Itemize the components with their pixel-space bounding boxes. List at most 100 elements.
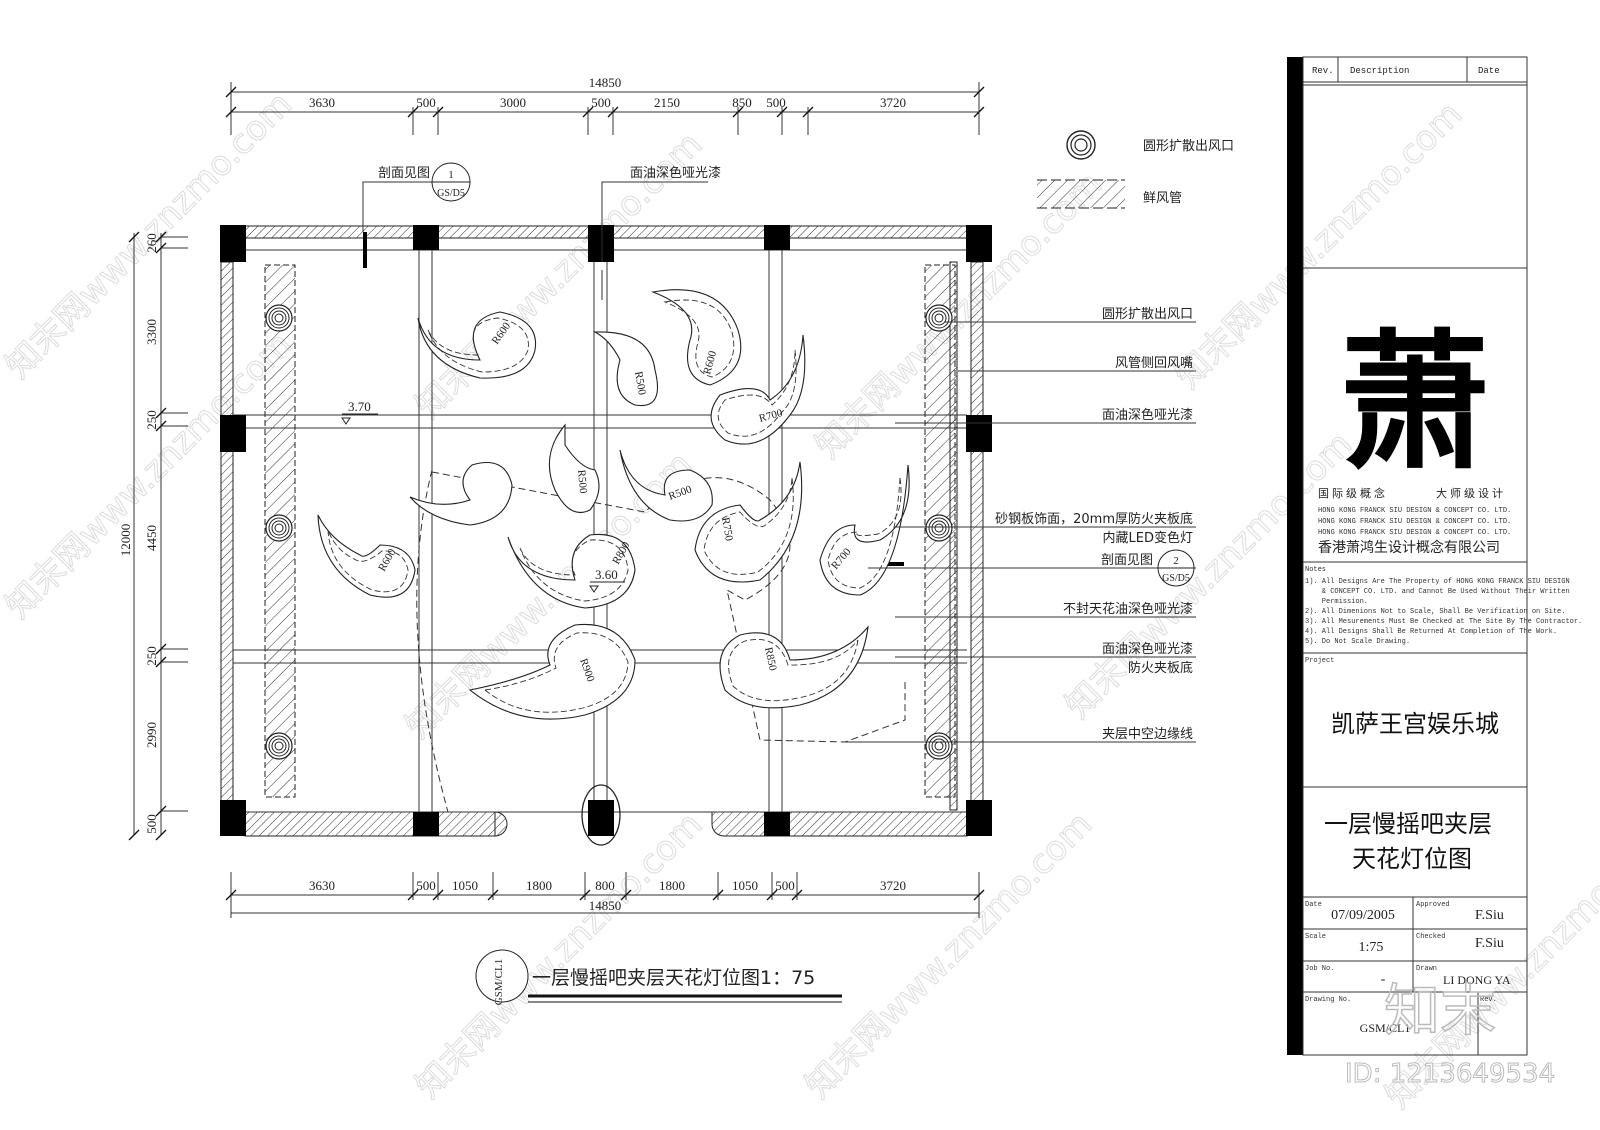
level-marker: 3.70 <box>341 399 378 425</box>
dim-segment: 3720 <box>880 95 906 110</box>
watermark-text: 知末网www.znzmo.com <box>798 804 1100 1106</box>
dim-segment: 500 <box>416 878 436 893</box>
svg-text:圆形扩散出风口: 圆形扩散出风口 <box>1102 307 1193 322</box>
svg-text:面油深色哑光漆: 面油深色哑光漆 <box>1102 641 1193 657</box>
dim-segment: 4450 <box>144 525 159 551</box>
round-diffuser-icon <box>925 732 953 760</box>
description-header: Description <box>1350 66 1409 76</box>
svg-text:3.70: 3.70 <box>348 399 371 414</box>
radius-label: R750 <box>719 516 735 542</box>
svg-text:夹层中空边缘线: 夹层中空边缘线 <box>1102 727 1193 742</box>
left-dimension-chain: 12000 260 3300 250 4450 250 2990 500 <box>118 231 188 841</box>
svg-text:圆形扩散出风口: 圆形扩散出风口 <box>1143 139 1234 154</box>
annotation-labels: 圆形扩散出风口 风管侧回风嘴 面油深色哑光漆 砂钢板饰面，20mm厚防火夹板底 … <box>995 307 1193 742</box>
top-finish-callout: 面油深色哑光漆 <box>601 165 721 300</box>
overall-width-dim: 14850 <box>589 75 622 90</box>
annotation-leaders <box>845 321 1196 743</box>
round-diffuser-icon <box>925 304 953 332</box>
bottom-dimension-chain: 3630 500 1050 1800 800 1800 1050 500 372… <box>225 872 985 918</box>
drawing-title: GSM/CL1 一层慢摇吧夹层天花灯位图1：75 <box>475 949 842 1005</box>
svg-text:GS/D5: GS/D5 <box>1162 573 1190 584</box>
svg-text:2: 2 <box>1173 555 1179 567</box>
title-block: Rev. Description Date 萧 国际级概念 大师级设计 HONG… <box>1287 56 1582 1056</box>
bottom-beam-right <box>711 811 968 837</box>
brand-watermark: 知末 <box>1384 979 1496 1044</box>
fresh-air-duct-hatch-icon <box>1037 180 1125 208</box>
radius-label: R500 <box>575 469 589 494</box>
drawn-by: LI DONG YA <box>1443 973 1511 987</box>
note-line: Permission. <box>1305 598 1368 606</box>
dim-segment: 3000 <box>500 95 526 110</box>
overall-width-dim: 14850 <box>589 898 622 913</box>
drawing-title-line1: 一层慢摇吧夹层 <box>1324 810 1492 838</box>
round-diffuser-icon <box>1066 130 1096 160</box>
svg-text:Scale: Scale <box>1305 933 1326 941</box>
svg-text:防火夹板底: 防火夹板底 <box>1128 660 1193 676</box>
bottom-beam-left <box>244 811 496 837</box>
dim-segment: 1050 <box>732 878 758 893</box>
approved-value: F.Siu <box>1475 908 1504 923</box>
notes-label: Notes <box>1305 566 1326 574</box>
svg-text:Rev.: Rev. <box>1480 996 1497 1004</box>
dim-segment: 260 <box>144 233 159 253</box>
svg-text:1: 1 <box>448 169 454 181</box>
checked-value: F.Siu <box>1475 936 1504 951</box>
dim-segment: 1050 <box>452 878 478 893</box>
image-id-watermark: ID: 1213649534 <box>1345 1059 1555 1089</box>
dim-segment: 250 <box>144 646 159 666</box>
svg-text:面油深色哑光漆: 面油深色哑光漆 <box>1102 407 1193 423</box>
note-line: 4). All Designs Shall Be Returned At Com… <box>1305 628 1557 636</box>
dim-segment: 500 <box>775 878 795 893</box>
round-diffuser-icon <box>265 514 293 542</box>
dim-segment: 250 <box>144 410 159 430</box>
dim-segment: 3720 <box>880 878 906 893</box>
watermark-text: 知末网www.znzmo.com <box>808 164 1110 466</box>
dim-segment: 1800 <box>659 878 685 893</box>
top-dimension-chain: 14850 3630 500 3000 500 2150 850 500 372… <box>225 75 985 135</box>
dim-segment: 3630 <box>309 95 335 110</box>
section-callout-1: 剖面见图 1 GS/D5 <box>362 162 471 232</box>
slogan-left: 国际级概念 <box>1318 486 1388 500</box>
project-label: Project <box>1305 657 1334 665</box>
date-header: Date <box>1478 66 1500 76</box>
overall-height-dim: 12000 <box>118 524 133 557</box>
dim-segment: 850 <box>732 95 752 110</box>
watermark-text: 知末网www.znzmo.com <box>1058 424 1360 726</box>
dim-segment: 2990 <box>144 722 159 748</box>
highlight-ellipse <box>581 784 621 846</box>
level-marker: 3.60 <box>589 567 625 593</box>
svg-text:不封天花油深色哑光漆: 不封天花油深色哑光漆 <box>1063 601 1193 617</box>
svg-text:内藏LED变色灯: 内藏LED变色灯 <box>1103 530 1193 546</box>
dim-segment: 3300 <box>144 319 159 345</box>
radius-label: R500 <box>632 370 648 396</box>
project-name: 凯萨王宫娱乐城 <box>1331 710 1499 738</box>
watermark-text: 知末网www.znzmo.com <box>0 324 300 626</box>
company-en: HONG KONG FRANCK SIU DESIGN & CONCEPT CO… <box>1318 507 1511 515</box>
drawing-title-line2: 天花灯位图 <box>1352 845 1472 873</box>
svg-text:Drawn: Drawn <box>1416 965 1437 973</box>
drawing-number: GSM/CL1 <box>1360 1021 1411 1035</box>
svg-text:GS/D5: GS/D5 <box>437 188 465 199</box>
floor-plan: R600 R500 R600 R700 R500 R500 R750 R600 … <box>220 225 992 846</box>
sheet-ref: GSM/CL1 <box>493 959 505 1005</box>
note-line: 5). Do Not Scale Drawing. <box>1305 638 1410 646</box>
scale-value: 1:75 <box>1359 940 1384 955</box>
dim-segment: 1800 <box>526 878 552 893</box>
title-text: 一层慢摇吧夹层天花灯位图1：75 <box>532 967 815 989</box>
svg-text:面油深色哑光漆: 面油深色哑光漆 <box>630 165 721 181</box>
note-line: 1). All Designs Are The Property of HONG… <box>1305 578 1570 586</box>
radius-label: R850 <box>762 646 779 672</box>
note-line: & CONCEPT CO. LTD. and Cannot Be Used Wi… <box>1305 588 1570 596</box>
section-callout-2: 2 GS/D5 <box>1157 549 1195 587</box>
slogan-right: 大师级设计 <box>1436 486 1506 500</box>
company-logo: 萧 <box>1340 315 1490 491</box>
svg-text:Drawing No.: Drawing No. <box>1305 996 1351 1004</box>
company-en: HONG KONG FRANCK SIU DESIGN & CONCEPT CO… <box>1318 529 1511 537</box>
company-en: HONG KONG FRANCK SIU DESIGN & CONCEPT CO… <box>1318 518 1511 526</box>
dim-segment: 3630 <box>309 878 335 893</box>
svg-text:砂钢板饰面，20mm厚防火夹板底: 砂钢板饰面，20mm厚防火夹板底 <box>995 511 1193 527</box>
watermark-text: 知末网www.znzmo.com <box>408 804 710 1106</box>
note-line: 3). All Mesurements Must Be Checked at T… <box>1305 618 1582 626</box>
rev-header: Rev. <box>1312 66 1334 76</box>
